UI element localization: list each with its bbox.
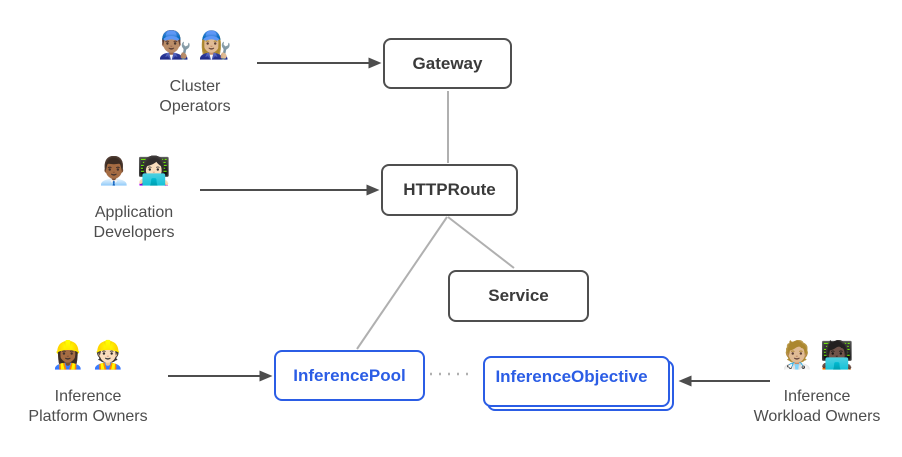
application-developers-emojis: 👨🏾‍💼 👩🏻‍💻 [94, 153, 175, 189]
node-gateway-label: Gateway [412, 53, 483, 73]
node-gateway: Gateway [383, 38, 512, 89]
node-inference-objective: InferenceObjective [478, 351, 665, 402]
persona-inference-workload-owners: 🧑🏼‍⚕️ 🧑🏿‍💻 Inference Workload Owners [754, 337, 881, 427]
health-worker-emoji: 🧑🏼‍⚕️ [780, 340, 814, 370]
office-worker-emoji: 👨🏾‍💼 [97, 156, 131, 186]
label-line: Workload Owners [753, 408, 881, 425]
label-line: Inference [54, 388, 122, 405]
cluster-operators-label: Cluster Operators [158, 77, 231, 117]
label-line: Inference [783, 388, 851, 405]
node-inference-pool: InferencePool [274, 350, 425, 401]
edge-httproute-inferencepool [356, 216, 448, 350]
inference-workload-owners-label: Inference Workload Owners [754, 387, 881, 427]
node-httproute: HTTPRoute [381, 164, 518, 216]
node-inference-objective-stack: InferenceObjective [478, 351, 674, 411]
man-mechanic-emoji: 👨🏽‍🔧 [158, 30, 192, 60]
label-line: Developers [93, 224, 175, 241]
construction-worker-emoji: 👷🏻 [90, 340, 125, 370]
node-inference-pool-label: InferencePool [293, 365, 406, 385]
persona-cluster-operators: 👨🏽‍🔧 👩🏼‍🔧 Cluster Operators [158, 27, 231, 117]
persona-application-developers: 👨🏾‍💼 👩🏻‍💻 Application Developers [94, 153, 175, 243]
label-line: Application [94, 204, 174, 221]
node-service: Service [448, 270, 589, 322]
node-httproute-label: HTTPRoute [403, 180, 496, 199]
edge-httproute-service [447, 216, 515, 269]
persona-inference-platform-owners: 👷🏾‍♀️ 👷🏻 Inference Platform Owners [28, 337, 147, 427]
application-developers-label: Application Developers [94, 203, 175, 243]
inference-platform-owners-label: Inference Platform Owners [28, 387, 147, 427]
node-inference-objective-label: InferenceObjective [495, 366, 648, 386]
stack-layer-middle [482, 355, 670, 407]
cluster-operators-emojis: 👨🏽‍🔧 👩🏼‍🔧 [158, 27, 231, 63]
node-service-label: Service [488, 286, 549, 305]
woman-mechanic-emoji: 👩🏼‍🔧 [198, 30, 232, 60]
label-line: Platform Owners [28, 408, 148, 425]
label-line: Operators [159, 98, 231, 115]
label-line: Cluster [169, 78, 221, 95]
woman-construction-worker-emoji: 👷🏾‍♀️ [51, 340, 85, 370]
woman-technologist-emoji: 👩🏻‍💻 [137, 156, 171, 186]
man-technologist-emoji: 🧑🏿‍💻 [819, 340, 854, 370]
inference-platform-owners-emojis: 👷🏾‍♀️ 👷🏻 [28, 337, 147, 373]
inference-workload-owners-emojis: 🧑🏼‍⚕️ 🧑🏿‍💻 [754, 337, 881, 373]
